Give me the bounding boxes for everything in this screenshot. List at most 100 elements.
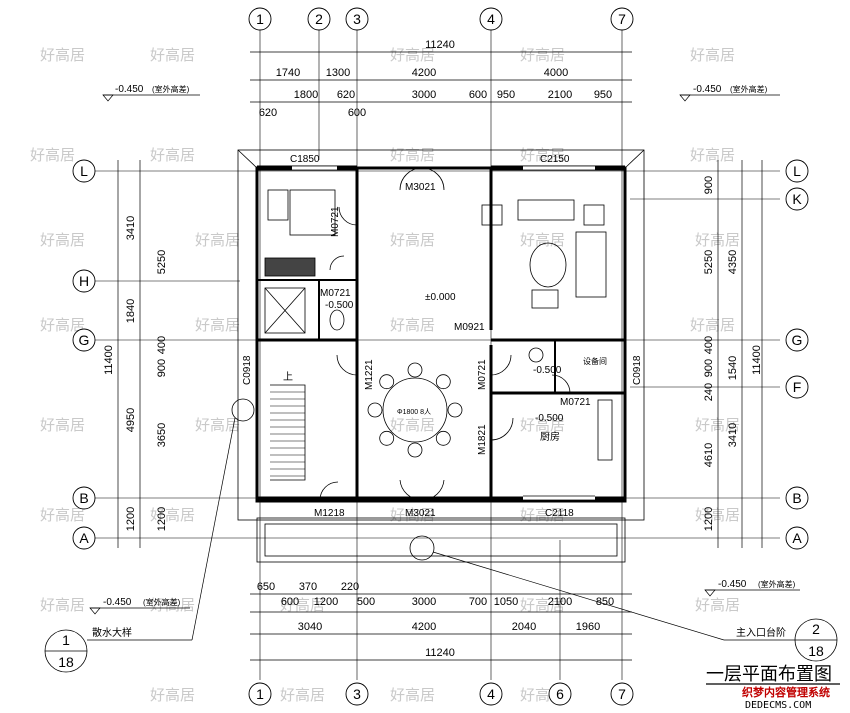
dim-top-row1: 4200 (412, 67, 436, 79)
axis-bubble-left-A-label: A (79, 530, 89, 546)
watermark-text: 好高居 (520, 46, 565, 64)
axis-bubble-left-H-label: H (79, 273, 89, 289)
watermark-text: 好高居 (695, 416, 740, 434)
watermark-text: 好高居 (40, 46, 85, 64)
dim-top-row2: 600 (469, 89, 487, 101)
watermark-text: 好高居 (695, 231, 740, 249)
dim-bottom-row2: 1050 (494, 596, 518, 608)
dim-bottom-row3: 3040 (298, 621, 322, 633)
axis-bubble-bottom-4: 4 (479, 682, 503, 706)
dim-top-row2: 620 (337, 89, 355, 101)
elev-value-right-bottom: -0.450 (718, 579, 747, 590)
elev-note-left-top: (室外高差) (152, 84, 190, 94)
dim-right-col2: 1540 (727, 356, 739, 380)
watermark-text: 好高居 (520, 506, 565, 524)
axis-bubble-left-L: L (72, 159, 96, 183)
drawing-title: 一层平面布置图 (706, 664, 832, 685)
dim-left-col2: 1200 (156, 507, 168, 531)
elev-marker-left-top: -0.450 (室外高差) (102, 84, 200, 102)
dim-left-col2: 400 (156, 336, 168, 354)
axis-bubble-bottom-6: 6 (548, 682, 572, 706)
watermark-text: 好高居 (390, 146, 435, 164)
watermark-layer: 好高居好高居好高居好高居好高居好高居好高居好高居好高居好高居好高居好高居好高居好… (30, 46, 740, 704)
axis-bubble-right-K-label: K (792, 191, 802, 207)
dim-top-row2: 1800 (294, 89, 318, 101)
label-c2118: C2118 (545, 508, 574, 519)
dining-chair (447, 402, 463, 418)
elevation-markers: -0.450 (室外高差) -0.450 (室外高差) -0.450 (室外高差… (89, 84, 800, 615)
axis-bubble-bottom-4-label: 4 (487, 686, 495, 702)
watermark-text: 好高居 (40, 506, 85, 524)
watermark-text: 好高居 (195, 231, 240, 249)
watermark-text: 好高居 (195, 316, 240, 334)
label-m0721-c: M0721 (477, 359, 488, 390)
dim-total-depth-left: 11400 (103, 345, 115, 375)
axis-bubble-bottom-7-label: 7 (618, 686, 626, 702)
axis-bubble-bottom-7: 7 (610, 682, 634, 706)
dim-top-row1: 1300 (326, 67, 350, 79)
dim-right-col1: 5250 (703, 250, 715, 274)
footer-url: DEDECMS.COM (745, 700, 811, 711)
watermark-text: 好高居 (40, 231, 85, 249)
watermark-text: 好高居 (520, 416, 565, 434)
watermark-text: 好高居 (280, 686, 325, 704)
label-c1850: C1850 (290, 154, 320, 165)
label-stair-up: 上 (283, 371, 293, 383)
dim-left-col1: 4950 (125, 408, 137, 432)
label-utility-room: 设备间 (583, 356, 607, 366)
dining-chair (379, 430, 395, 446)
axis-bubble-top-1-label: 1 (256, 11, 264, 27)
dimension-lines (117, 51, 763, 661)
watermark-text: 好高居 (150, 46, 195, 64)
dining-chair (435, 374, 451, 390)
axis-bubble-right-A: A (785, 526, 809, 550)
label-dining-table: Φ1800 8人 (397, 408, 431, 416)
detail-callout-right: 2 18 主入口台阶 (409, 535, 838, 662)
dining-chair (407, 442, 423, 458)
label-c0918-right: C0918 (632, 355, 643, 385)
axis-bubble-bottom-1-label: 1 (256, 686, 264, 702)
label-elev-500-a: -0.500 (325, 300, 354, 311)
label-elev-500-b: -0.500 (533, 365, 562, 376)
axis-bubble-left-A: A (72, 526, 96, 550)
dim-top-row1: 1740 (276, 67, 300, 79)
dim-left-col2: 900 (156, 359, 168, 377)
dim-bottom-row3: 4200 (412, 621, 436, 633)
watermark-text: 好高居 (695, 506, 740, 524)
axis-bubble-top-7-label: 7 (618, 11, 626, 27)
dim-bottom-row2: 600 (281, 596, 299, 608)
dim-top-row3: 620 (259, 107, 277, 119)
dim-bottom-row2: 850 (596, 596, 614, 608)
detail-callout-left: 1 18 散水大样 (44, 398, 255, 673)
dim-top-row3: 600 (348, 107, 366, 119)
element-labels: C1850 C2150 M3021 M0721 M0721 M0921 M072… (242, 154, 643, 519)
label-m0721-d: M0721 (560, 397, 591, 408)
elev-value-left-top: -0.450 (115, 84, 144, 95)
watermark-text: 好高居 (150, 596, 195, 614)
dining-chair (367, 402, 383, 418)
dim-right-col2: 3410 (727, 423, 739, 447)
watermark-text: 好高居 (390, 416, 435, 434)
label-m0721-b: M0721 (320, 288, 351, 299)
axis-bubble-bottom-3-label: 3 (353, 686, 361, 702)
watermark-text: 好高居 (40, 316, 85, 334)
label-m3021-top: M3021 (405, 182, 436, 193)
watermark-text: 好高居 (690, 146, 735, 164)
dim-right-col1: 1200 (703, 507, 715, 531)
label-elev-500-c: -0.500 (535, 413, 564, 424)
axis-bubble-top-4: 4 (479, 7, 503, 31)
callout-left-sheet: 18 (58, 654, 74, 670)
dim-right-col1: 400 (703, 336, 715, 354)
label-m0721-a: M0721 (330, 206, 341, 237)
axis-bubble-top-4-label: 4 (487, 11, 495, 27)
dim-bottom-row3: 2040 (512, 621, 536, 633)
axis-bubble-left-G: G (72, 328, 96, 352)
dim-bottom-row2: 2100 (548, 596, 572, 608)
elev-note-left-bottom: (室外高差) (143, 597, 181, 607)
watermark-text: 好高居 (40, 416, 85, 434)
furniture (264, 189, 613, 481)
dining-chair (407, 362, 423, 378)
